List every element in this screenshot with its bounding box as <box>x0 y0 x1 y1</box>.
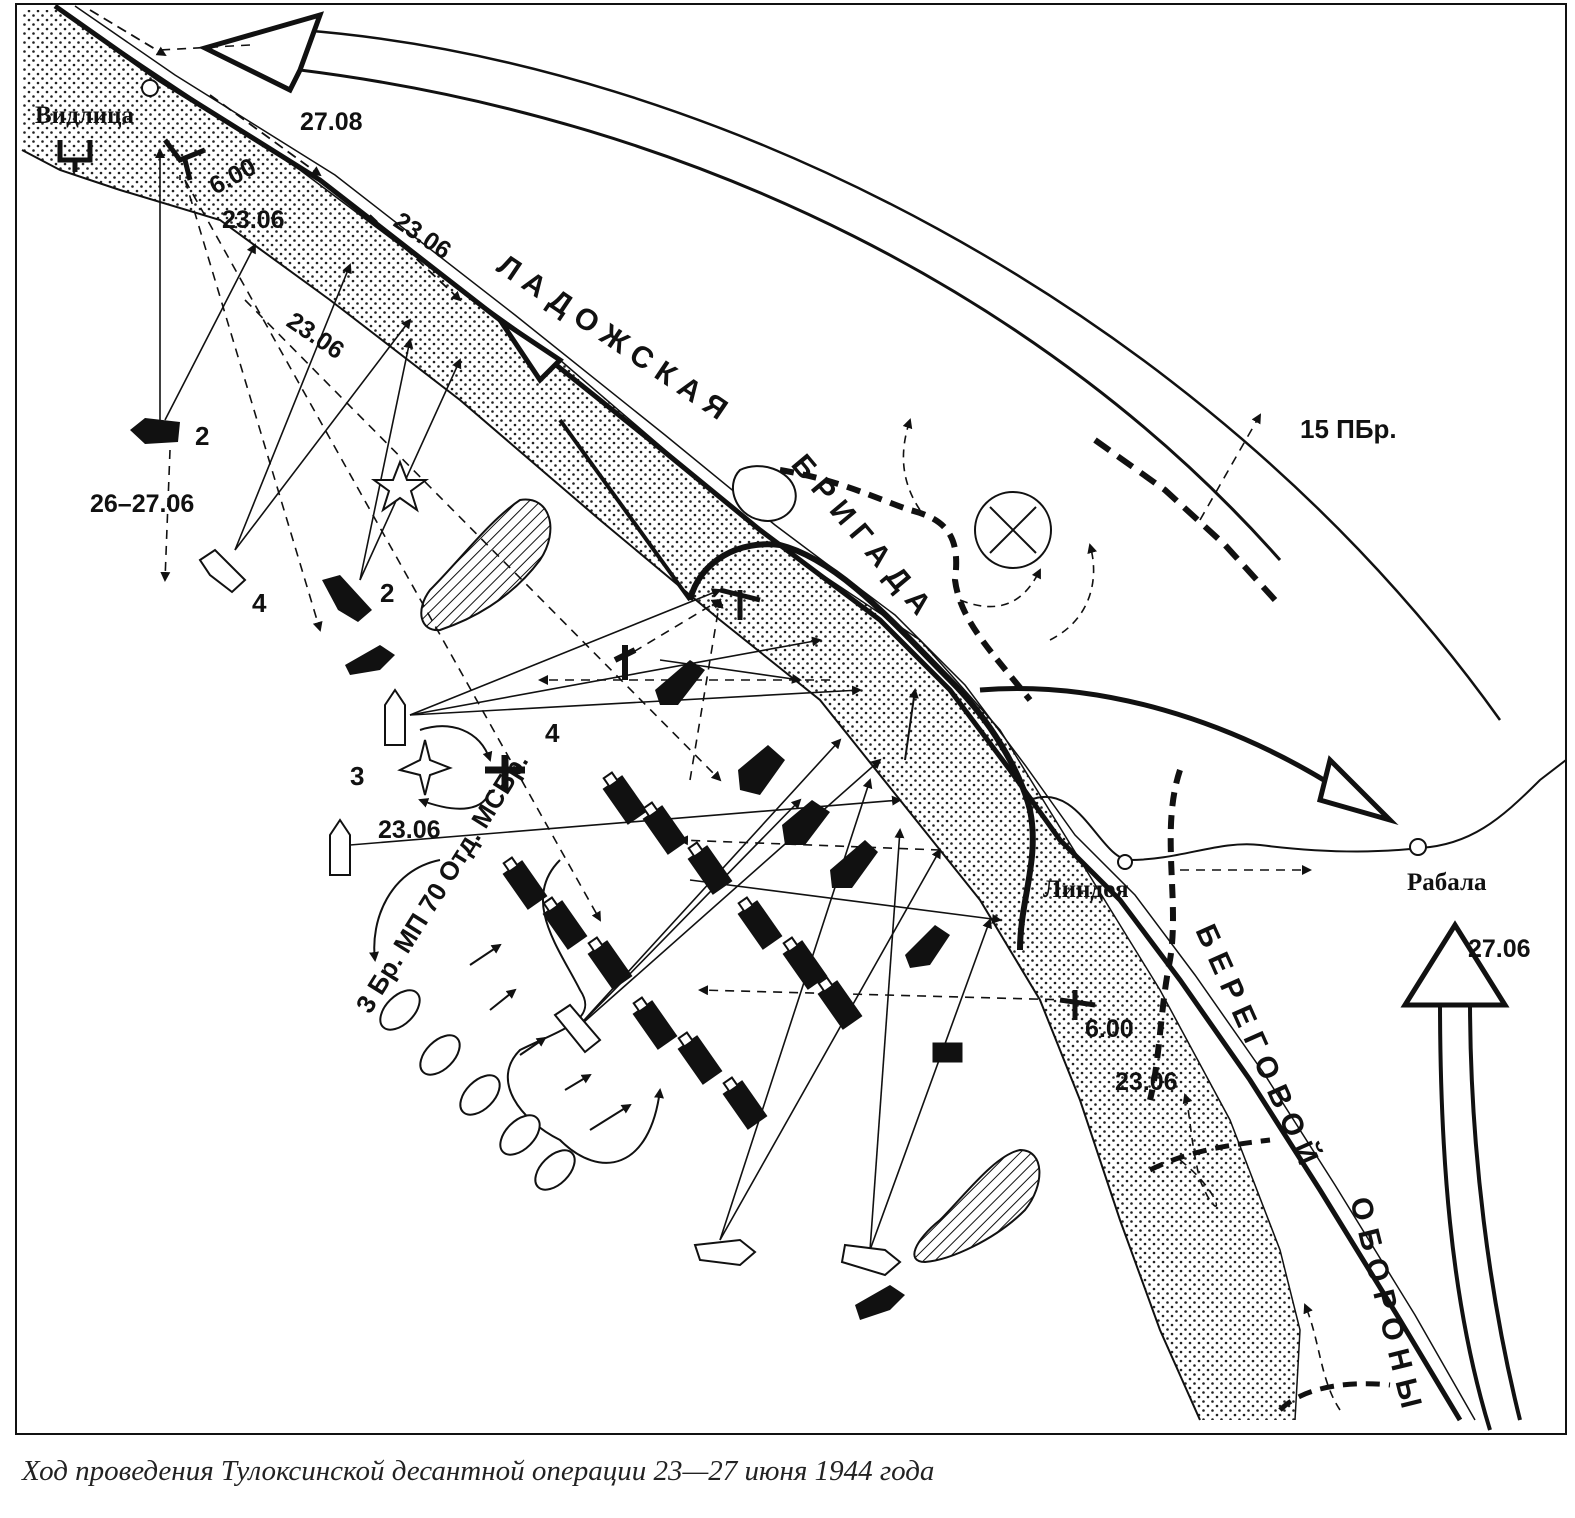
enemy-artillery <box>57 138 1096 1063</box>
rabala-point <box>1409 838 1427 856</box>
coastal-strip <box>22 10 1300 1420</box>
map-caption: Ход проведения Тулоксинской десантной оп… <box>22 1455 935 1487</box>
island-south <box>913 1148 1041 1264</box>
landing-boats <box>379 989 576 1191</box>
dashed-fire-lines <box>159 44 1312 1001</box>
gunboat-1 <box>130 418 180 444</box>
transport-8 <box>782 936 828 990</box>
date-2708-label: 27.08 <box>300 108 363 136</box>
enemy-gun-4-icon <box>1059 990 1096 1020</box>
gunboat-3 <box>345 645 395 675</box>
shoreline <box>21 149 1201 1421</box>
advance-arc-inner <box>299 68 1282 561</box>
patrol-boat-3 <box>329 818 351 876</box>
patrol-boat-2 <box>384 688 406 746</box>
patrol-boat-4 <box>553 1003 602 1054</box>
enemy-line-east <box>1147 769 1183 1101</box>
fighter-icon <box>397 739 453 796</box>
star-icon <box>370 459 430 513</box>
transport-2 <box>642 801 688 855</box>
boat-1 <box>379 989 421 1031</box>
lindoya-label: Линдоя <box>1043 876 1129 903</box>
enemy-line-bridgehead <box>779 467 1033 702</box>
enemy-gun-1-icon <box>57 140 93 172</box>
withdrawal-arrow-head <box>497 317 564 384</box>
brigade-15-label: 15 ПБр. <box>1300 414 1397 444</box>
group-3-label: 3 <box>350 761 364 791</box>
island-north <box>420 498 552 632</box>
gunboat-7 <box>830 840 878 888</box>
withdrawal-arrow <box>558 418 692 602</box>
rabala-label: Рабала <box>1407 869 1487 896</box>
date-2627-label: 26–27.06 <box>90 490 194 518</box>
date-2706-label: 27.06 <box>1468 935 1531 963</box>
finnish-attack-head <box>1400 920 1510 1008</box>
gunboat-9 <box>855 1285 905 1320</box>
enemy-mortar-icon <box>932 1042 963 1063</box>
offensive-arrow <box>979 685 1342 793</box>
aircraft <box>397 645 637 796</box>
boat-5 <box>534 1149 576 1191</box>
date-2306-c-label: 23.06 <box>282 307 350 365</box>
aircraft-2-icon <box>613 645 637 680</box>
coastal-road <box>53 3 1463 1422</box>
enemy-gun-3-icon <box>719 587 761 620</box>
gunboat-5 <box>738 745 785 795</box>
enemy-line-north <box>1093 437 1278 603</box>
transport-5 <box>687 841 733 895</box>
finnish-attack-arrow <box>1438 999 1522 1431</box>
gunboats <box>130 418 950 1320</box>
group-2a-label: 2 <box>195 421 209 451</box>
map-frame <box>15 3 1567 1435</box>
counterattack-arrows <box>902 418 1341 1411</box>
artillery-position-icon <box>974 491 1052 569</box>
landing-loops <box>369 688 919 1164</box>
enemy-gun-2-icon <box>163 138 206 181</box>
transport-1 <box>602 771 648 825</box>
bomber-icon <box>485 755 525 790</box>
transport-ships <box>502 771 863 1130</box>
date-2306-d-label: 23.06 <box>378 816 441 844</box>
river <box>1029 759 1567 862</box>
operation-map: Видлица Линдоя Рабала ЛАДОЖСКАЯ БРИГАДА … <box>15 3 1567 1435</box>
transport-10 <box>677 1031 723 1085</box>
coastal-road-edge <box>74 5 1476 1421</box>
transport-11 <box>722 1076 768 1130</box>
group-2b-label: 2 <box>380 578 394 608</box>
gunboat-6 <box>782 800 830 845</box>
patrol-boat-1 <box>198 548 247 594</box>
patrol-boat-6 <box>840 1243 902 1277</box>
transport-6 <box>587 936 633 990</box>
transport-7 <box>737 896 783 950</box>
transport-4 <box>542 896 588 950</box>
boat-2 <box>419 1034 461 1076</box>
patrol-boat-5 <box>693 1238 757 1267</box>
gunboat-4 <box>655 660 705 705</box>
transport-12 <box>817 976 863 1030</box>
vidlitsa-point <box>141 79 159 97</box>
transport-3 <box>502 856 548 910</box>
arrow-head-northwest <box>198 11 325 94</box>
patrol-boats <box>198 548 902 1277</box>
group-4a-label: 4 <box>252 588 267 618</box>
boat-3 <box>459 1074 501 1116</box>
marines-label: 3 Бр. МП 70 Отд. МСБр. <box>350 748 535 1018</box>
transport-9 <box>632 996 678 1050</box>
date-2306-a-label: 23.06 <box>222 206 285 234</box>
gunboat-2 <box>322 575 372 622</box>
sea-route-arrows <box>89 9 462 302</box>
offensive-arrow-head <box>1316 755 1399 826</box>
group-4b-label: 4 <box>545 718 560 748</box>
time-600-b-label: 6.00 <box>1085 1015 1134 1043</box>
advance-arc-outer <box>299 28 1502 721</box>
enemy-line-south <box>1148 1137 1391 1412</box>
date-2306-e-label: 23.06 <box>1115 1068 1178 1096</box>
boat-4 <box>499 1114 541 1156</box>
lindoya-point <box>1117 854 1133 870</box>
gunboat-8 <box>905 925 950 968</box>
vidlitsa-label: Видлица <box>35 102 135 129</box>
bridgehead-front <box>687 541 1036 951</box>
lake <box>731 465 797 522</box>
